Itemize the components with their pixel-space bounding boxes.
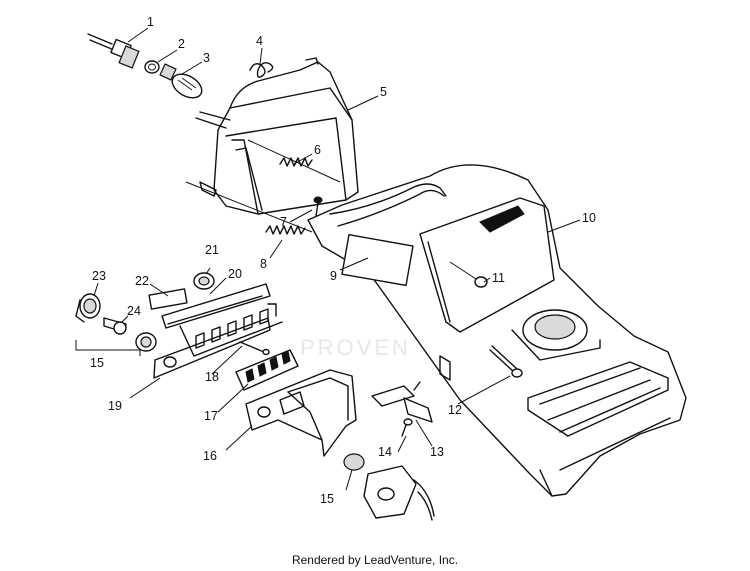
dash-panel-part	[307, 164, 687, 497]
callout-3: 3	[203, 51, 210, 65]
callout-6: 6	[314, 143, 321, 157]
bracket-16-part	[245, 369, 357, 457]
callout-15-lower: 15	[320, 492, 334, 506]
ignition-switch-part	[75, 293, 101, 323]
callout-16: 16	[203, 449, 217, 463]
key-part	[103, 317, 157, 352]
callout-22: 22	[135, 274, 149, 288]
callout-24: 24	[127, 304, 141, 318]
grommet-21-part	[193, 272, 215, 290]
switch-housing-part	[153, 303, 283, 379]
pin-18-part	[239, 341, 270, 356]
socket-ring-part	[144, 60, 160, 74]
callout-17: 17	[204, 409, 218, 423]
headlight-housing-part	[195, 57, 359, 215]
callout-15-upper: 15	[90, 356, 104, 370]
screw-11-part	[449, 261, 488, 288]
connector-15-part	[343, 453, 435, 521]
callout-5: 5	[380, 85, 387, 99]
bulb-part	[159, 63, 203, 99]
callout-7: 7	[280, 215, 287, 229]
switch-block-part	[235, 349, 299, 391]
callout-21: 21	[205, 243, 219, 257]
callout-9: 9	[330, 269, 337, 283]
label-22-part	[148, 288, 188, 310]
callout-10: 10	[582, 211, 596, 225]
callout-23: 23	[92, 269, 106, 283]
spring-8-part	[265, 225, 306, 235]
bolt-12-part	[489, 345, 523, 378]
bracket-20-part	[161, 283, 271, 329]
callout-1: 1	[147, 15, 154, 29]
callout-19: 19	[108, 399, 122, 413]
callout-12: 12	[448, 403, 462, 417]
spring-clip-part	[249, 62, 274, 78]
callout-18: 18	[205, 370, 219, 384]
screw-7-part	[313, 196, 323, 217]
toggle-switch-part	[371, 381, 433, 423]
screw-14-part	[401, 418, 413, 437]
bulb-socket-part	[87, 33, 140, 69]
callout-8: 8	[260, 257, 267, 271]
callout-2: 2	[178, 37, 185, 51]
callout-20: 20	[228, 267, 242, 281]
callout-14: 14	[378, 445, 392, 459]
callout-13: 13	[430, 445, 444, 459]
footer-credit: Rendered by LeadVenture, Inc.	[291, 553, 459, 567]
callout-4: 4	[256, 34, 263, 48]
callout-11: 11	[492, 271, 505, 285]
